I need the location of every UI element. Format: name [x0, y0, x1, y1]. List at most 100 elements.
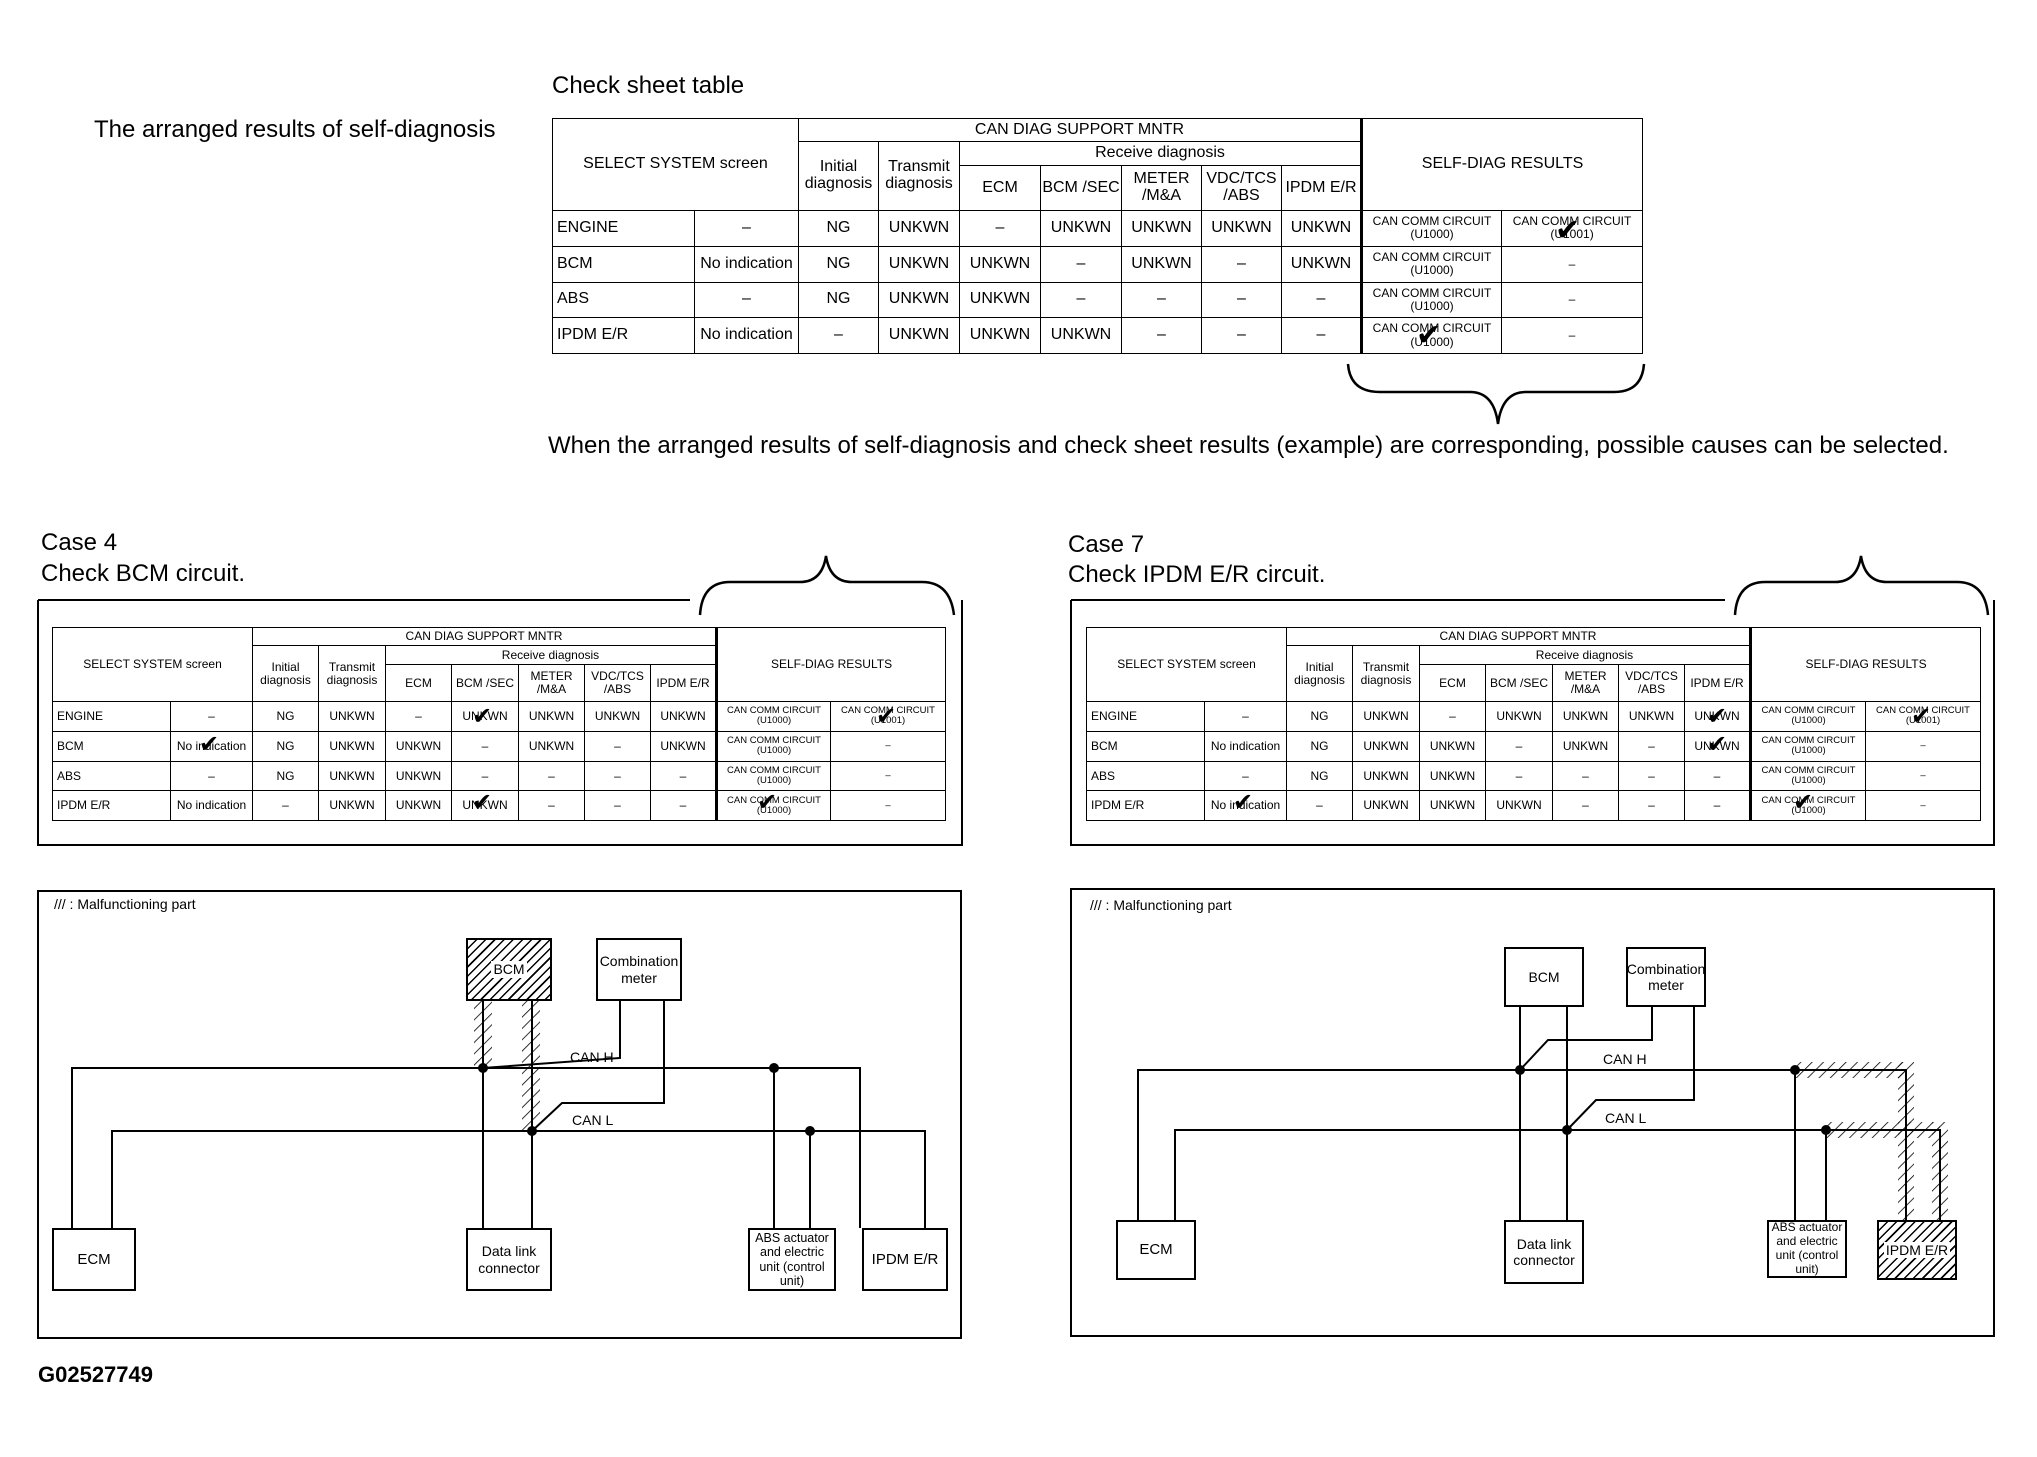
ipdm-label: IPDM E/R [1883, 1241, 1951, 1259]
select-system-header: SELECT SYSTEM screen [552, 118, 799, 211]
bcm-cell: UNKWN [1040, 210, 1122, 247]
ipdm-header: IPDM E/R [1684, 664, 1751, 702]
ipdm-cell: UNKWN [1280, 210, 1363, 247]
initial-cell: NG [1286, 730, 1353, 762]
case7-abs-box: ABS actuator and electric unit (control … [1767, 1220, 1847, 1278]
transmit-cell: UNKWN [1352, 790, 1420, 821]
bcm-cell: – [1485, 730, 1553, 762]
meter-cell: – [1552, 790, 1619, 821]
transmit-cell: UNKWN [878, 317, 960, 354]
ecm-cell: – [385, 701, 452, 732]
system-cell: IPDM E/R [52, 790, 171, 821]
self-diag-cell: – [829, 760, 947, 792]
vdc-cell: – [584, 760, 651, 792]
select-cell: – [1204, 760, 1287, 792]
check-mark: ✔ [1793, 789, 1814, 816]
case7-legend: /// : Malfunctioning part [1090, 897, 1232, 913]
ipdm-cell: – [650, 790, 717, 821]
check-mark: ✔ [757, 789, 778, 816]
case4-can-h-label: CAN H [570, 1049, 614, 1065]
table-row: BCM No indication NG UNKWN UNKWN – UNKWN… [1086, 730, 1982, 762]
ipdm-cell: UNKWN [650, 701, 717, 732]
transmit-cell: UNKWN [1352, 760, 1420, 792]
self-diag-cell: CAN COMM CIRCUIT (U1001) [829, 701, 947, 732]
transmit-cell: UNKWN [318, 701, 386, 732]
system-cell: IPDM E/R [552, 317, 695, 354]
case4-ipdm-box: IPDM E/R [862, 1228, 948, 1291]
case7-bcm-box: BCM [1504, 947, 1584, 1007]
table-row: ENGINE – NG UNKWN – UNKWN UNKWN UNKWN UN… [552, 210, 1644, 247]
case7-title: Case 7 [1068, 531, 1145, 558]
select-system-header: SELECT SYSTEM screen [52, 627, 253, 702]
system-cell: BCM [52, 730, 171, 762]
bcm-header: BCM /SEC [1040, 165, 1122, 211]
self-diag-cell: CAN COMM CIRCUIT (U1000) [1749, 790, 1866, 821]
combination-meter-label: Combination meter [1626, 960, 1706, 993]
initial-cell: NG [252, 701, 319, 732]
meter-cell: UNKWN [1121, 245, 1202, 283]
transmit-diagnosis-header: Transmit diagnosis [1352, 645, 1420, 702]
case7-can-h-label: CAN H [1603, 1051, 1647, 1067]
ecm-cell: UNKWN [385, 760, 452, 792]
select-cell: No indication [170, 730, 253, 762]
combination-meter-label: Combination meter [599, 953, 679, 986]
select-cell: – [170, 760, 253, 792]
self-diag-cell: CAN COMM CIRCUIT (U1000) [1360, 281, 1503, 319]
self-diag-cell: CAN COMM CIRCUIT (U1000) [715, 701, 831, 732]
bcm-cell: UNKWN [1485, 790, 1553, 821]
check-mark: ✔ [876, 703, 897, 730]
vdc-header: VDC/TCS /ABS [1201, 165, 1282, 211]
system-cell: IPDM E/R [1086, 790, 1205, 821]
self-diag-cell: CAN COMM CIRCUIT (U1000) [1749, 760, 1866, 792]
ecm-cell: UNKWN [1419, 760, 1486, 792]
self-diag-cell: CAN COMM CIRCUIT (U1000) [1749, 730, 1866, 762]
abs-label: ABS actuator and electric unit (control … [1771, 1220, 1843, 1276]
transmit-cell: UNKWN [318, 790, 386, 821]
bcm-cell: UNKWN [451, 790, 519, 821]
ipdm-header: IPDM E/R [1280, 165, 1363, 211]
system-cell: ENGINE [1086, 701, 1205, 732]
vdc-cell: – [1618, 790, 1685, 821]
bcm-cell: – [1040, 281, 1122, 319]
case7-subtitle: Check IPDM E/R circuit. [1068, 561, 1326, 588]
select-cell: No indication [694, 317, 799, 354]
meter-cell: – [1121, 281, 1202, 319]
meter-header: METER /M&A [1121, 165, 1202, 211]
case4-can-l-label: CAN L [572, 1112, 614, 1128]
self-diag-cell: CAN COMM CIRCUIT (U1000) [715, 790, 831, 821]
system-cell: ENGINE [52, 701, 171, 732]
select-system-header: SELECT SYSTEM screen [1086, 627, 1287, 702]
ecm-header: ECM [385, 664, 452, 702]
check-mark: ✔ [1911, 703, 1932, 730]
self-diag-cell: CAN COMM CIRCUIT (U1000) [1360, 210, 1503, 247]
vdc-cell: UNKWN [584, 701, 651, 732]
transmit-cell: UNKWN [878, 210, 960, 247]
transmit-diagnosis-header: Transmit diagnosis [878, 141, 960, 211]
case7-combination-meter-box: Combination meter [1626, 947, 1706, 1007]
bcm-cell: – [451, 730, 519, 762]
self-diag-cell: – [829, 790, 947, 821]
check-mark: ✔ [1416, 319, 1442, 352]
initial-cell: – [252, 790, 319, 821]
meter-cell: – [518, 790, 585, 821]
abs-label: ABS actuator and electric unit (control … [755, 1230, 829, 1288]
case4-combination-meter-box: Combination meter [596, 938, 682, 1001]
initial-cell: NG [1286, 760, 1353, 792]
self-diag-cell: – [1864, 730, 1982, 762]
system-cell: ABS [552, 281, 695, 319]
transmit-cell: UNKWN [318, 730, 386, 762]
check-sheet-table: SELECT SYSTEM screen CAN DIAG SUPPORT MN… [552, 118, 1644, 354]
select-cell: – [694, 210, 799, 247]
receive-diagnosis-header: Receive diagnosis [958, 141, 1363, 166]
case7-ipdm-box: IPDM E/R [1877, 1220, 1957, 1280]
ipdm-label: IPDM E/R [871, 1250, 939, 1268]
case4-abs-box: ABS actuator and electric unit (control … [748, 1228, 836, 1291]
vdc-cell: – [584, 790, 651, 821]
meter-cell: UNKWN [1552, 701, 1619, 732]
case7-ecm-box: ECM [1116, 1220, 1196, 1280]
ipdm-cell: – [1684, 790, 1751, 821]
